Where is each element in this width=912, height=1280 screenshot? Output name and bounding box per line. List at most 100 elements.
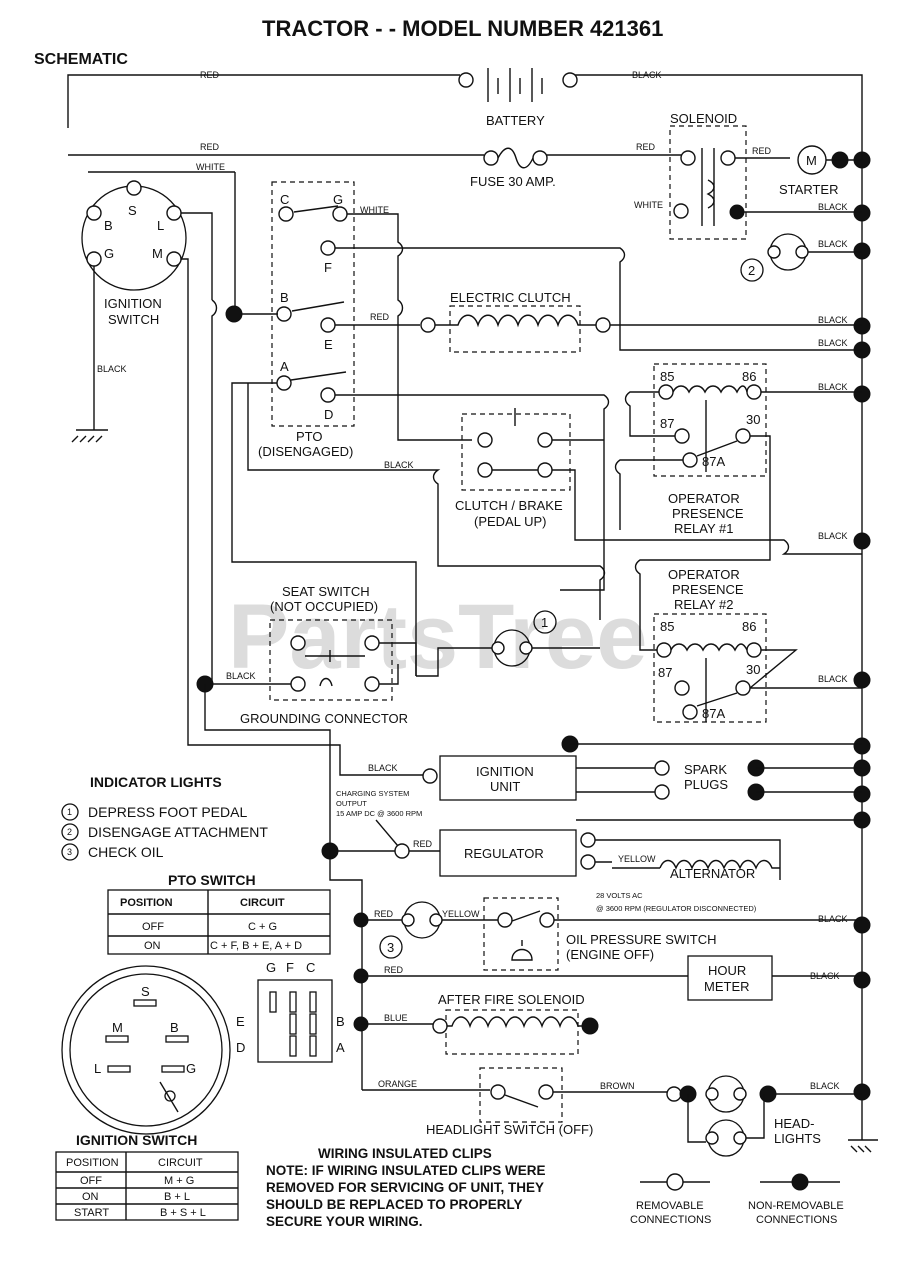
solenoid-wire-white: WHITE: [634, 200, 663, 210]
pto-pin-a: A: [280, 359, 289, 374]
seat-switch: SEAT SWITCH (NOT OCCUPIED) BLACK GROUNDI…: [213, 584, 417, 726]
r1-pin-85: 85: [660, 369, 674, 384]
ign-face-g: G: [186, 1061, 196, 1076]
pto-label-2: (DISENGAGED): [258, 444, 353, 459]
battery-wire-red: RED: [200, 70, 220, 80]
headlight-switch-label: HEADLIGHT SWITCH (OFF): [426, 1122, 593, 1137]
pto-face-e: E: [236, 1014, 245, 1029]
ign-pin-m: M: [152, 246, 163, 261]
headlights-label-1: HEAD-: [774, 1116, 814, 1131]
clutch-brake-label-1: CLUTCH / BRAKE: [455, 498, 563, 513]
ign-table-row2-pos: ON: [82, 1191, 99, 1203]
fuse: FUSE 30 AMP. RED RED: [68, 142, 682, 189]
battery-wire-black: BLACK: [632, 70, 662, 80]
relay1-wire-black: BLACK: [818, 382, 848, 392]
clutch-brake-label-2: (PEDAL UP): [474, 514, 546, 529]
ign-table-row3-pos: START: [74, 1207, 109, 1219]
charging-note-3: 15 AMP DC @ 3600 RPM: [336, 809, 422, 818]
afterfire-wire-blue: BLUE: [384, 1013, 408, 1023]
lamp1-number: 1: [541, 615, 548, 630]
battery: BATTERY RED BLACK: [67, 68, 863, 160]
relay2-wire-black: BLACK: [818, 674, 848, 684]
ign-wire-white: WHITE: [196, 162, 225, 172]
relay1-label-3: RELAY #1: [674, 521, 734, 536]
indicator-num-1: 1: [67, 807, 72, 817]
hour-meter-label-1: HOUR: [708, 963, 746, 978]
clips-line-3: SHOULD BE REPLACED TO PROPERLY: [266, 1197, 523, 1212]
legend-removable-2: CONNECTIONS: [630, 1214, 711, 1226]
ign-table-row3-circ: B + S + L: [160, 1207, 206, 1219]
oil-pressure-label-1: OIL PRESSURE SWITCH: [566, 932, 716, 947]
indicator-num-3: 3: [67, 847, 72, 857]
pto-table-heading: PTO SWITCH: [168, 872, 256, 888]
pto-pin-b: B: [280, 290, 289, 305]
ignition-switch-face: S M B L G: [61, 965, 231, 1135]
ign-table-col-circuit: CIRCUIT: [158, 1157, 203, 1169]
pto-label-1: PTO: [296, 429, 323, 444]
indicator-lights-legend: INDICATOR LIGHTS 1 DEPRESS FOOT PEDAL 2 …: [61, 774, 268, 861]
hour-wire-black: BLACK: [810, 971, 840, 981]
lamp2-wire-black: BLACK: [818, 239, 848, 249]
clutch-brake-wire-black: BLACK: [818, 531, 848, 541]
ignition-switch-table: IGNITION SWITCH POSITION CIRCUIT OFF M +…: [55, 1132, 239, 1221]
alternator-label: ALTERNATOR: [670, 866, 755, 881]
ign-pin-g: G: [104, 246, 114, 261]
electric-clutch: ELECTRIC CLUTCH BLACK BLACK: [420, 290, 862, 353]
ign-table-row2-circ: B + L: [164, 1191, 190, 1203]
pto-wire-white: WHITE: [360, 205, 389, 215]
hour-meter: RED HOUR METER BLACK: [361, 955, 862, 1001]
pto-table-col-circuit: CIRCUIT: [240, 897, 285, 909]
solenoid-wire-red: RED: [636, 142, 656, 152]
hour-wire-red: RED: [384, 965, 404, 975]
starter-wire-red: RED: [752, 146, 772, 156]
indicator-text-2: DISENGAGE ATTACHMENT: [88, 824, 268, 840]
r1-pin-30: 30: [746, 412, 760, 427]
hour-meter-label-2: METER: [704, 979, 750, 994]
clutch-brake-switch: CLUTCH / BRAKE (PEDAL UP) BLACK: [455, 408, 862, 555]
spark-plugs-label-1: SPARK: [684, 762, 727, 777]
page-title: TRACTOR - - MODEL NUMBER 421361: [262, 16, 663, 41]
pto-pin-c: C: [280, 192, 289, 207]
ign-table-heading: IGNITION SWITCH: [76, 1132, 197, 1148]
indicator-num-2: 2: [67, 827, 72, 837]
lamp2-number: 2: [748, 263, 755, 278]
clutch-ground-black: BLACK: [818, 315, 848, 325]
indicator-lamp-1: 1: [416, 610, 600, 677]
solenoid: SOLENOID WHITE RED BLACK: [634, 111, 862, 240]
pto-pin-d: D: [324, 407, 333, 422]
regulator-wire-red: RED: [413, 839, 433, 849]
pto-wire-black: BLACK: [384, 460, 414, 470]
pto-pin-f: F: [324, 260, 332, 275]
r1-pin-87: 87: [660, 416, 674, 431]
alternator-wire-yellow: YELLOW: [618, 854, 656, 864]
indicator-lights-heading: INDICATOR LIGHTS: [90, 774, 222, 790]
indicator-lamp-2: 2 BLACK: [740, 233, 862, 282]
headlights-label-2: LIGHTS: [774, 1131, 821, 1146]
clips-heading: WIRING INSULATED CLIPS: [318, 1146, 492, 1161]
alternator: ALTERNATOR: [659, 859, 780, 881]
connection-legend: REMOVABLE CONNECTIONS NON-REMOVABLE CONN…: [630, 1173, 844, 1226]
grounding-connector-label: GROUNDING CONNECTOR: [240, 711, 408, 726]
ign-table-col-position: POSITION: [66, 1157, 119, 1169]
ign-table-row1-circ: M + G: [164, 1175, 194, 1187]
lamp3-number: 3: [387, 940, 394, 955]
oil-ground-black: BLACK: [818, 914, 848, 924]
ignition-unit: IGNITION UNIT BLACK SPARK PLUGS: [368, 735, 862, 801]
ign-face-s: S: [141, 984, 150, 999]
headlight-wire-black: BLACK: [810, 1081, 840, 1091]
oil-wire-yellow: YELLOW: [442, 909, 480, 919]
charging-note-1: CHARGING SYSTEM: [336, 789, 409, 798]
ground-wire-black: BLACK: [97, 364, 127, 374]
pto-pin-e: E: [324, 337, 333, 352]
ac-note-2: @ 3600 RPM (REGULATOR DISCONNECTED): [596, 904, 757, 913]
r2-pin-85: 85: [660, 619, 674, 634]
seat-wire-black: BLACK: [226, 671, 256, 681]
relay1-label-2: PRESENCE: [672, 506, 744, 521]
pto-face-a: A: [336, 1040, 345, 1055]
pto-switch-face: G F C E D B A: [236, 960, 345, 1063]
starter-m: M: [806, 153, 817, 168]
solenoid-label: SOLENOID: [670, 111, 737, 126]
r1-pin-86: 86: [742, 369, 756, 384]
ign-table-row1-pos: OFF: [80, 1175, 102, 1187]
